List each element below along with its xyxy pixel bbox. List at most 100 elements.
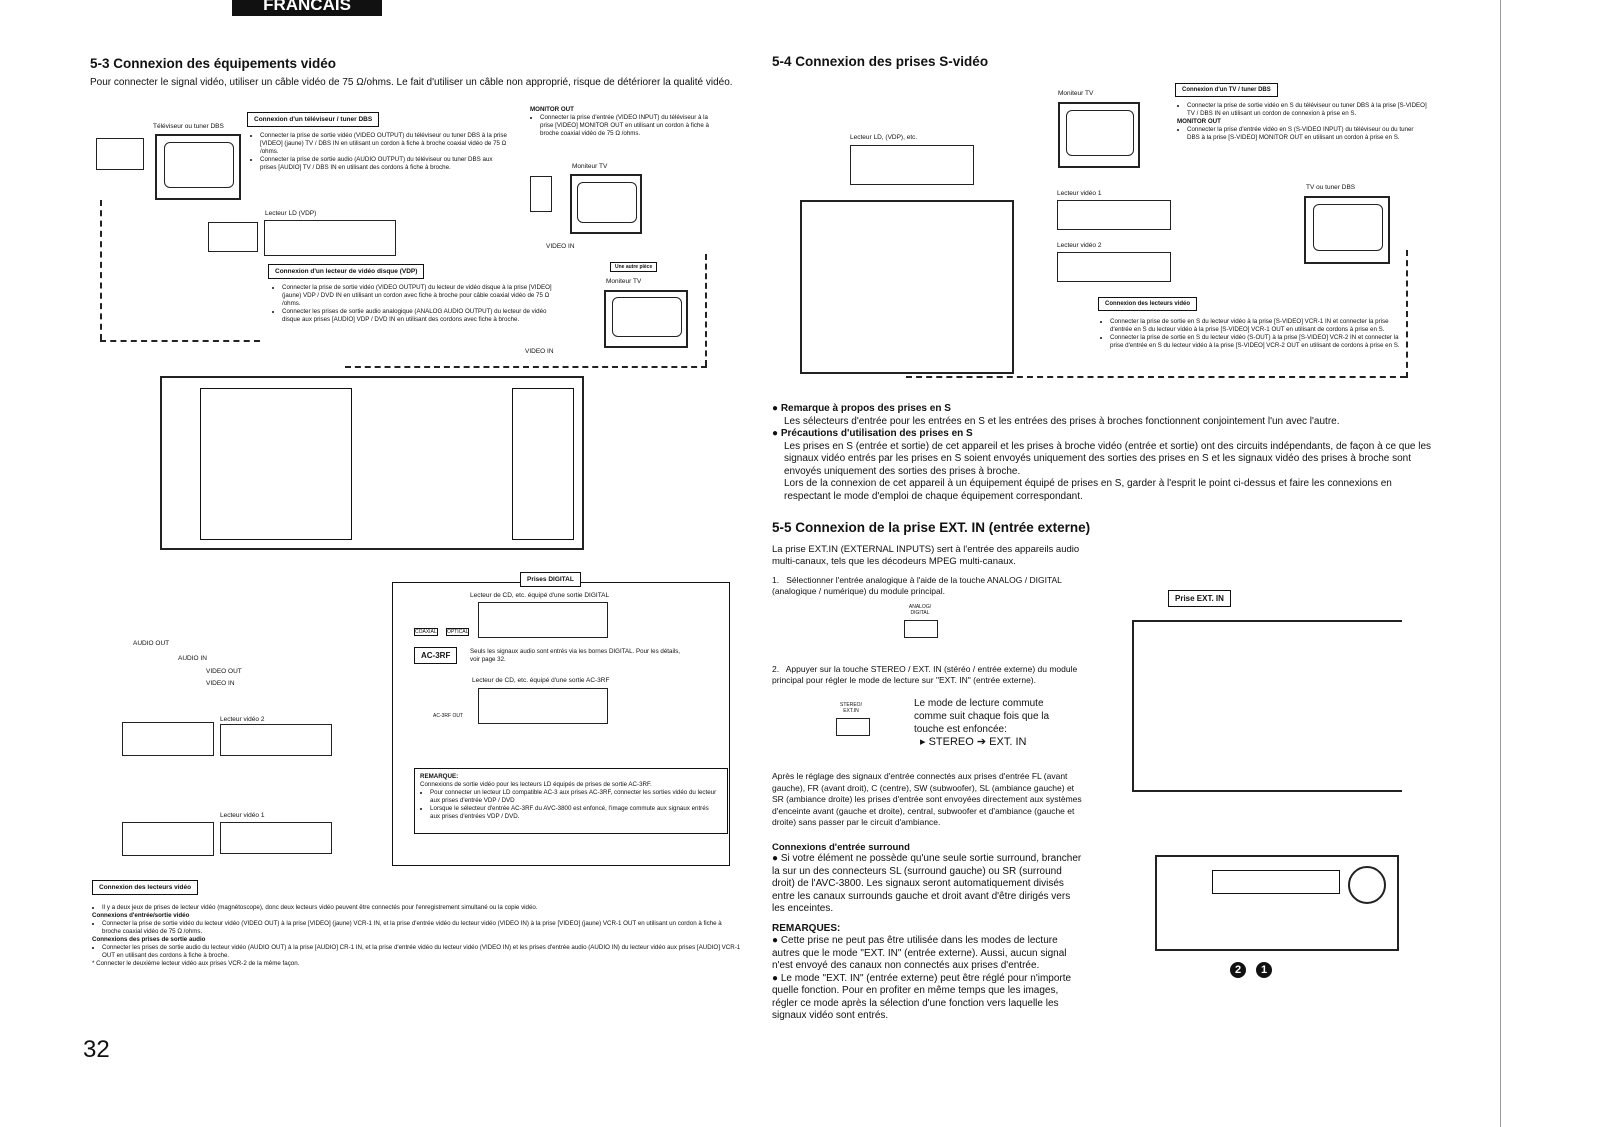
vcr1-label: Lecteur vidéo 1 xyxy=(1057,190,1102,197)
analog-digital-key-label: ANALOG/ DIGITAL xyxy=(908,604,932,616)
cable-line xyxy=(100,200,102,340)
vcr-connection-box: Connexion des lecteurs vidéo xyxy=(1098,297,1198,311)
monitor-item: Connecter la prise d'entrée (VIDEO INPUT… xyxy=(540,114,710,138)
tv-connection-box: Connexion d'un téléviseur / tuner DBS xyxy=(247,112,380,127)
ld-illustration xyxy=(850,145,974,185)
tv-connection-box: Connexion d'un TV / tuner DBS xyxy=(1175,83,1278,97)
cd-ac3-label: Lecteur de CD, etc. équipé d'une sortie … xyxy=(472,677,610,684)
optical-label: OPTICAL xyxy=(446,628,470,636)
section-title-5-3: 5-3 Connexion des équipements vidéo xyxy=(90,56,337,71)
remarque-item: Pour connecter un lecteur LD compatible … xyxy=(430,789,720,805)
vcr-instructions: Connecter la prise de sortie en S du lec… xyxy=(1100,318,1400,350)
video-in-label-3: VIDEO IN xyxy=(206,680,235,687)
section-title-5-4: 5-4 Connexion des prises S-vidéo xyxy=(772,54,989,69)
vcr-instructions: Il y a deux jeux de prises de lecteur vi… xyxy=(92,904,742,968)
step-text: Sélectionner l'entrée analogique à l'aid… xyxy=(772,575,1062,596)
video-in-jack xyxy=(530,176,552,212)
monitor-out-title: MONITOR OUT xyxy=(530,106,574,113)
marker-2: 2 xyxy=(1230,962,1246,978)
tv-item: Connecter la prise de sortie vidéo en S … xyxy=(1187,102,1427,118)
cable-line xyxy=(1406,250,1408,378)
monitor-illustration xyxy=(1058,102,1140,168)
cable-line xyxy=(100,340,260,342)
remark-text: Les sélecteurs d'entrée pour les entrées… xyxy=(784,415,1340,427)
step-text: Appuyer sur la touche STEREO / EXT. IN (… xyxy=(772,664,1078,685)
vcr-subtitle: Connexions des prises de sortie audio xyxy=(92,936,206,943)
stereo-ext-key xyxy=(836,718,870,736)
other-room-box: Une autre pièce xyxy=(610,262,658,272)
cd-digital-label: Lecteur de CD, etc. équipé d'une sortie … xyxy=(470,592,610,599)
remarque-item: Lorsque le sélecteur d'entrée AC-3RF du … xyxy=(430,805,720,821)
surround-item: Si votre élément ne possède qu'une seule… xyxy=(772,853,1082,914)
vcr-note: Connecter le deuxième lecteur vidéo aux … xyxy=(96,960,300,967)
vcr1-illustration xyxy=(220,822,332,854)
vcr2-jacks xyxy=(122,722,214,756)
ac3-note: Seuls les signaux audio sont entrés via … xyxy=(470,648,681,663)
receiver-back-panel-illustration xyxy=(160,376,584,550)
monitor-illustration xyxy=(570,174,642,234)
tv-jacks-illustration xyxy=(96,138,144,170)
monitor-out-title: MONITOR OUT xyxy=(1177,118,1221,125)
remarque-box xyxy=(414,768,728,834)
receiver-back-panel-illustration xyxy=(1132,620,1402,792)
tv-instructions: Connecter la prise de sortie vidéo en S … xyxy=(1177,102,1427,142)
volume-knob xyxy=(1348,866,1386,904)
receiver-back-panel-illustration xyxy=(800,200,1014,374)
ld-jacks-illustration xyxy=(208,222,258,252)
vcr2-label: Lecteur vidéo 2 xyxy=(220,716,265,723)
vcr-connection-box: Connexion des lecteurs vidéo xyxy=(92,880,199,895)
monitor-illustration-2 xyxy=(604,290,688,348)
coaxial-label: COAXIAL xyxy=(414,628,438,636)
speaker-terminals xyxy=(512,388,574,540)
intro-5-5: La prise EXT.IN (EXTERNAL INPUTS) sert à… xyxy=(772,544,1080,567)
surround-text: ● Si votre élément ne possède qu'une seu… xyxy=(772,853,1082,914)
step-1: 1. Sélectionner l'entrée analogique à l'… xyxy=(772,575,1062,596)
tv-dbs-label: TV ou tuner DBS xyxy=(1306,184,1356,191)
vcr1-jacks xyxy=(122,822,214,856)
analog-digital-key xyxy=(904,620,938,638)
remark-title: Remarque à propos des prises en S xyxy=(780,403,951,414)
ld-label: Lecteur LD, (VDP), etc. xyxy=(850,134,918,141)
mode-stereo: STEREO xyxy=(928,736,974,748)
remarque-title: REMARQUE: xyxy=(420,773,459,780)
tv-label: Téléviseur ou tuner DBS xyxy=(153,123,224,130)
step-2: 2. Appuyer sur la touche STEREO / EXT. I… xyxy=(772,664,1078,685)
remarque: REMARQUE: Connexions de sortie vidéo pou… xyxy=(420,773,720,821)
front-display xyxy=(1212,870,1340,894)
cable-line xyxy=(705,254,707,366)
marker-1: 1 xyxy=(1256,962,1272,978)
monitor-label-2: Moniteur TV xyxy=(606,278,642,285)
vdp-item: Connecter les prises de sortie audio ana… xyxy=(282,308,562,324)
monitor-label: Moniteur TV xyxy=(1058,90,1094,97)
tv-item: Connecter la prise de sortie vidéo (VIDE… xyxy=(260,132,510,156)
remark-text: Les prises en S (entrée et sortie) de ce… xyxy=(784,440,1432,477)
monitor-label: Moniteur TV xyxy=(572,163,608,170)
video-out-label: VIDEO OUT xyxy=(206,668,242,675)
s-video-remarks: ● Remarque à propos des prises en S Les … xyxy=(772,403,1432,502)
vcr-item: Connecter la prise de sortie en S du lec… xyxy=(1110,334,1400,350)
receiver-jack-area xyxy=(200,388,352,540)
digital-box: Prises DIGITAL xyxy=(520,572,581,587)
vdp-connection-box: Connexion d'un lecteur de vidéo disque (… xyxy=(268,264,425,279)
intro-5-3: Pour connecter le signal vidéo, utiliser… xyxy=(90,77,733,88)
stereo-ext-key-label: STEREO/ EXT.IN xyxy=(840,702,862,714)
tv-illustration xyxy=(1304,196,1390,264)
page-edge xyxy=(1500,0,1501,1127)
mode-text: Le mode de lecture commute comme suit ch… xyxy=(914,698,1050,735)
mode-ext-in: EXT. IN xyxy=(989,736,1027,748)
ac3rf-box: AC-3RF xyxy=(414,647,458,664)
page-number: 32 xyxy=(83,1036,110,1063)
monitor-out-instructions: Connecter la prise d'entrée (VIDEO INPUT… xyxy=(530,114,710,138)
monitor-item: Connecter la prise d'entrée vidéo en S (… xyxy=(1187,126,1427,142)
ld-player-illustration xyxy=(264,220,396,256)
tv-item: Connecter la prise de sortie audio (AUDI… xyxy=(260,156,510,172)
vcr2-illustration xyxy=(1057,252,1171,282)
remarques: ● Cette prise ne peut pas être utilisée … xyxy=(772,935,1072,1021)
language-tab: FRANCAIS xyxy=(232,0,382,16)
remarque-intro: Connexions de sortie vidéo pour les lect… xyxy=(420,781,652,788)
surround-title: Connexions d'entrée surround xyxy=(772,842,910,853)
vcr1-label: Lecteur vidéo 1 xyxy=(220,812,265,819)
tv-instructions: Connecter la prise de sortie vidéo (VIDE… xyxy=(250,132,510,172)
vdp-instructions: Connecter la prise de sortie vidéo (VIDE… xyxy=(272,284,562,324)
video-in-label: VIDEO IN xyxy=(546,243,575,250)
